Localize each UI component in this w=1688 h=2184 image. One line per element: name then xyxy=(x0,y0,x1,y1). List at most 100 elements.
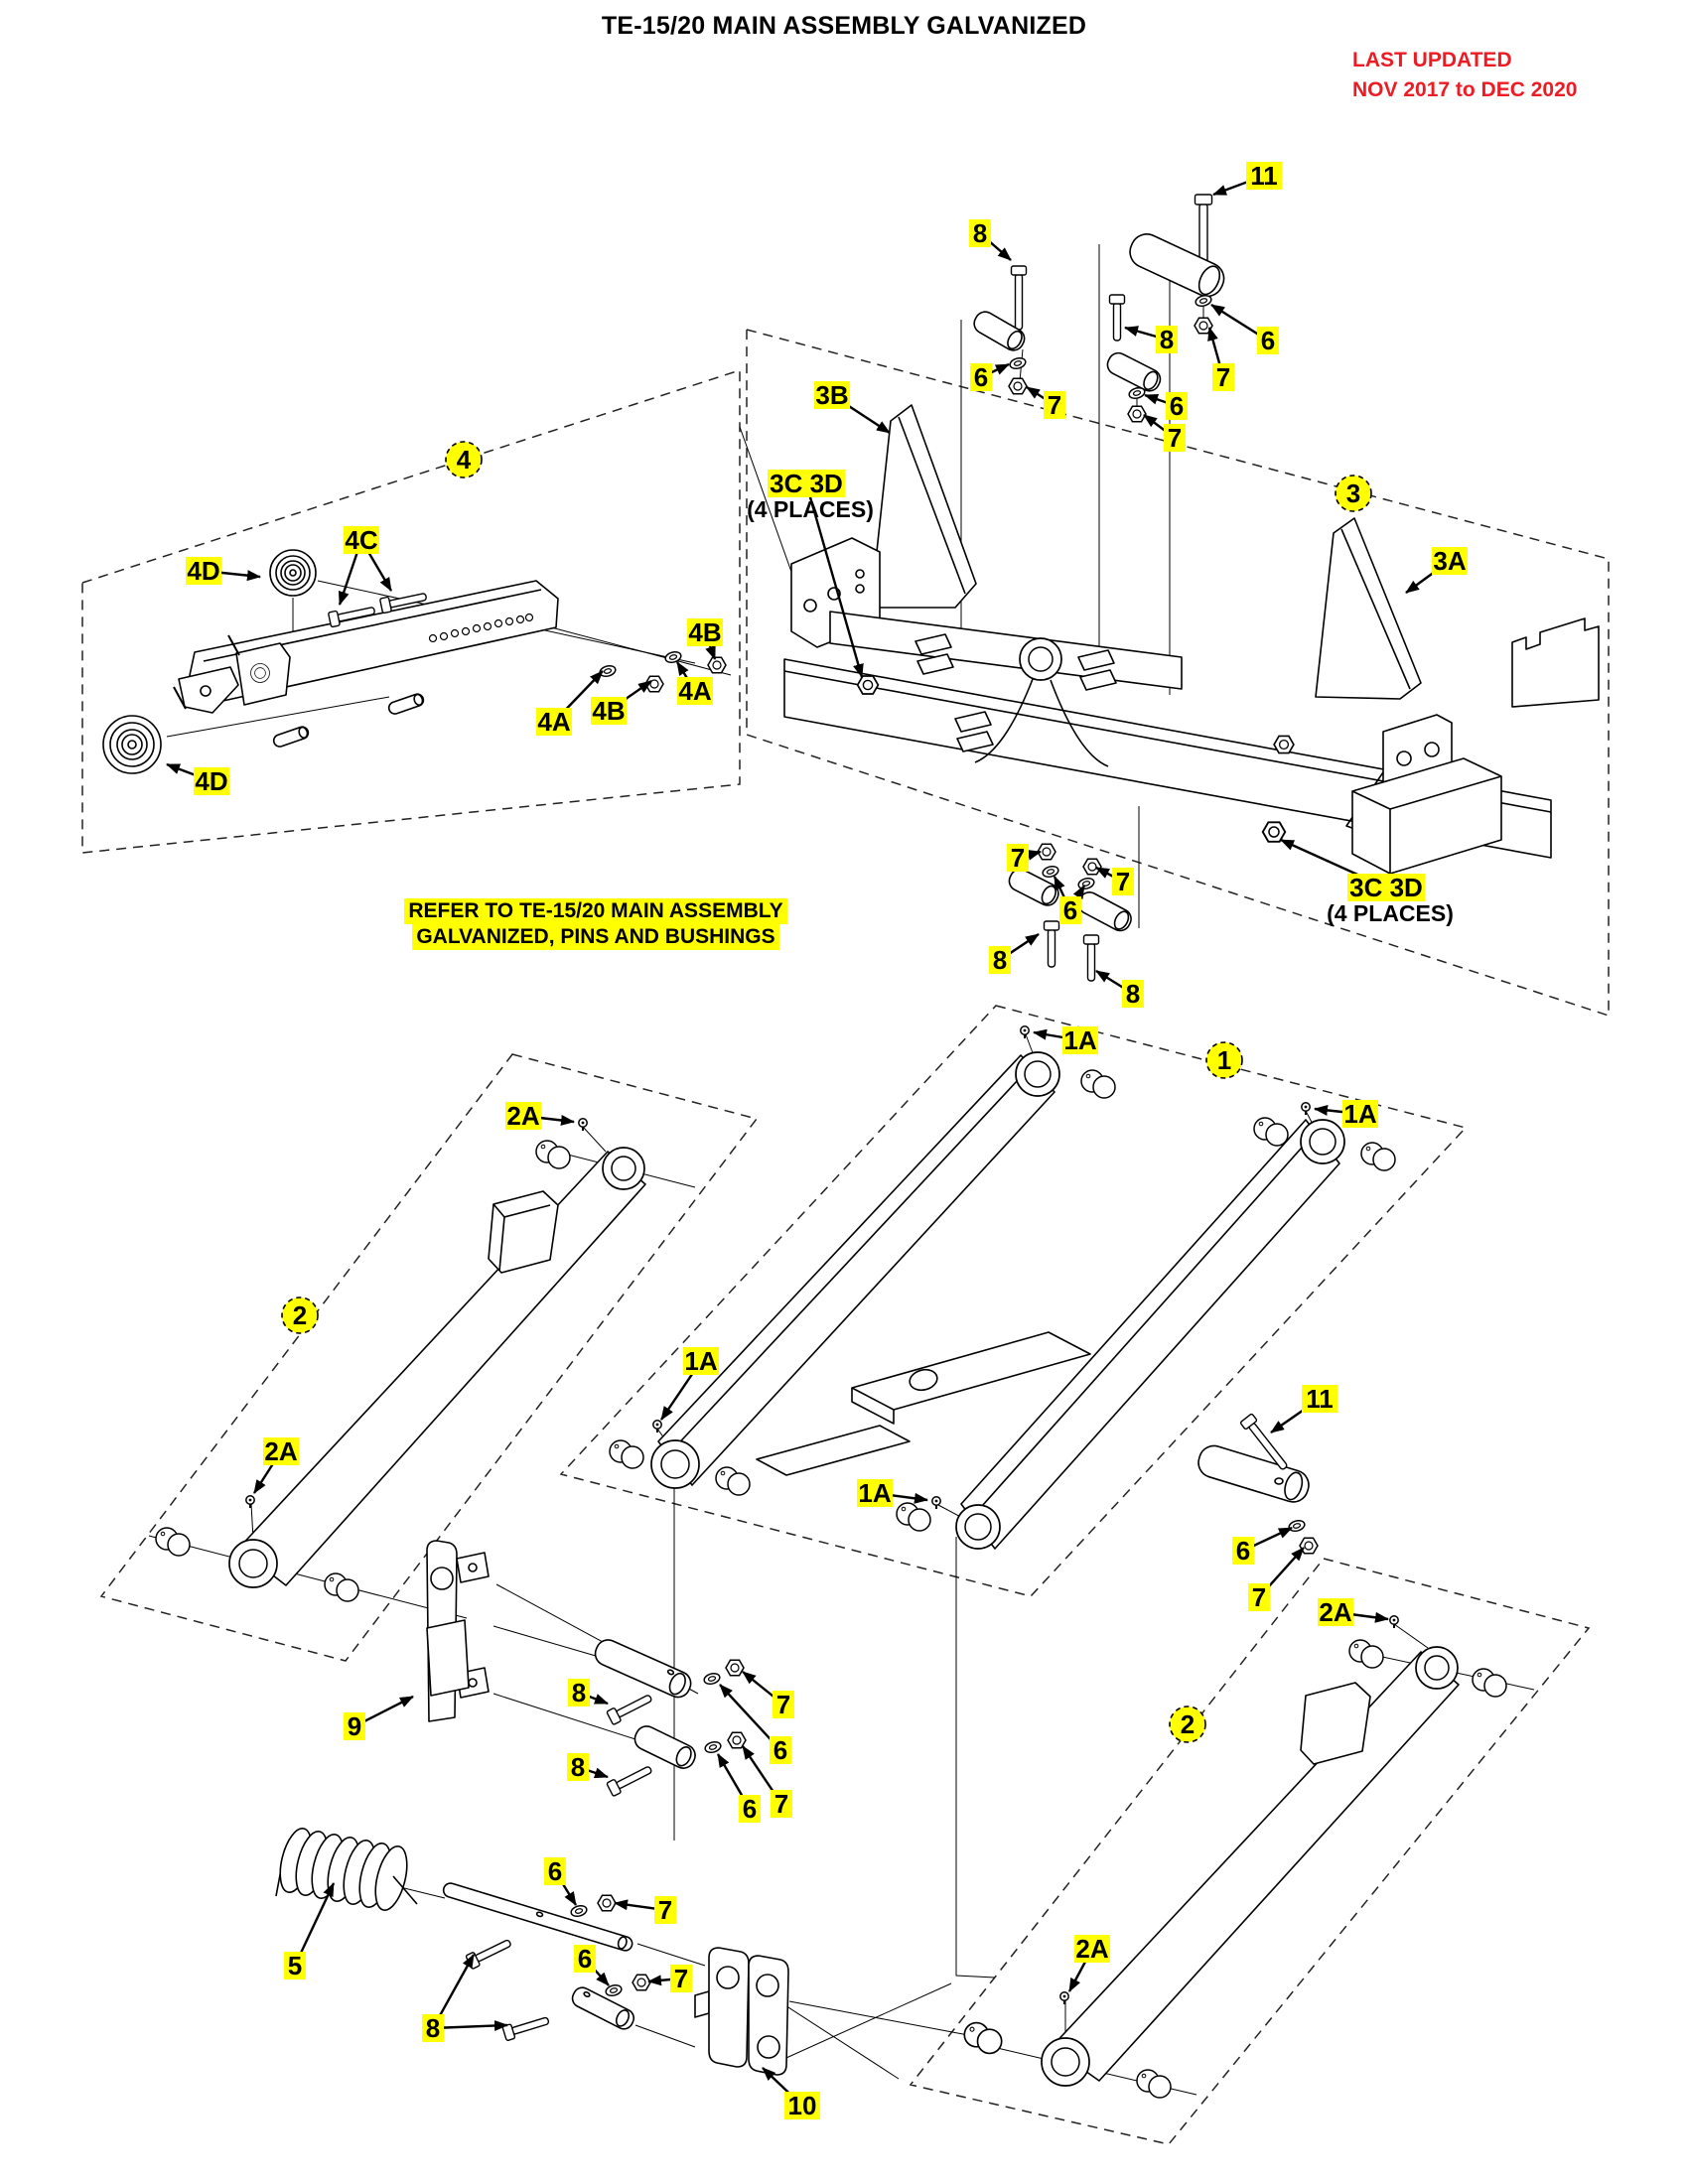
bushing xyxy=(715,1466,751,1496)
arm-eye xyxy=(1415,1646,1459,1690)
callout-highlight xyxy=(1347,874,1425,901)
callout-highlight xyxy=(1432,547,1468,575)
callout-highlight xyxy=(771,1790,792,1818)
section-bubble-number: 4 xyxy=(457,445,472,475)
callout-label: 1A xyxy=(1063,1025,1096,1055)
leader-arrow xyxy=(804,482,864,678)
washer-6 xyxy=(569,1903,589,1919)
callout-highlight xyxy=(1156,326,1178,353)
bolt-8 xyxy=(1082,934,1100,982)
grease-fitting-2a xyxy=(244,1494,256,1509)
pin xyxy=(387,693,425,715)
cross-channel-2 xyxy=(756,1425,911,1476)
callout-label: 1A xyxy=(858,1478,891,1508)
clamp-bolt xyxy=(1273,735,1295,754)
bushing xyxy=(1253,1117,1289,1147)
callout-highlight xyxy=(857,1479,893,1507)
callout-label: 6 xyxy=(548,1856,562,1886)
callout-label: 1A xyxy=(684,1346,717,1376)
arm-beam xyxy=(1051,1651,1460,2082)
callout-highlight xyxy=(739,1795,761,1823)
grease-fitting-1a xyxy=(1019,1024,1031,1039)
callout-highlight xyxy=(1122,980,1144,1008)
washer-6 xyxy=(702,1671,722,1687)
callout-label: 7 xyxy=(1216,362,1230,392)
section-bubble xyxy=(1205,1041,1243,1079)
callout-highlight xyxy=(784,2092,820,2119)
callout-label: 7 xyxy=(776,1690,790,1719)
pin xyxy=(272,726,310,748)
callout-highlight xyxy=(989,946,1011,974)
nut-7 xyxy=(1299,1537,1319,1555)
section-bubble-number: 3 xyxy=(1346,478,1360,508)
callout-label: 4B xyxy=(592,696,625,726)
callout-highlight xyxy=(1232,1537,1254,1565)
bushing xyxy=(609,1439,644,1469)
bushing xyxy=(1360,1142,1396,1171)
part-10-bracket xyxy=(694,1947,1003,2076)
callout-highlight xyxy=(574,1945,596,1973)
callout-highlight xyxy=(1212,363,1234,391)
pin xyxy=(594,1639,692,1699)
roller-4d-bottom xyxy=(102,715,162,774)
washer-6 xyxy=(1194,293,1213,309)
section-3-main-frame xyxy=(783,194,1600,982)
callout-highlight xyxy=(683,1347,719,1375)
grease-fitting-1a xyxy=(651,1419,663,1433)
callout-highlight xyxy=(814,381,850,409)
nut-7 xyxy=(1008,377,1028,395)
callout-label: 11 xyxy=(1306,1384,1334,1414)
callout-label: 11 xyxy=(1250,161,1278,191)
callout-highlight xyxy=(1166,392,1188,420)
callout-label: 3B xyxy=(815,380,848,410)
callout-highlight xyxy=(568,1679,590,1706)
cross-channel xyxy=(851,1331,1091,1411)
pivot-pin-11 xyxy=(1129,233,1225,298)
pin xyxy=(571,1986,635,2030)
callout-highlight xyxy=(186,557,221,585)
callout-label: 6 xyxy=(1261,326,1275,355)
bolt-8 xyxy=(465,1935,514,1971)
callout-highlight xyxy=(536,708,572,736)
pin xyxy=(973,311,1026,351)
frame-beam-left xyxy=(657,1054,1055,1486)
callout-highlight xyxy=(422,2014,444,2042)
grease-fitting-1a xyxy=(1300,1101,1312,1116)
rod xyxy=(442,1882,633,1952)
callout-highlight xyxy=(770,1736,791,1764)
roller-4d-top xyxy=(269,549,317,597)
callout-label: 2A xyxy=(1319,1597,1351,1627)
callout-label: 3C 3D xyxy=(1349,873,1423,902)
washer-6 xyxy=(1041,864,1060,880)
callout-label: 8 xyxy=(973,218,987,248)
bolt-8 xyxy=(606,1761,655,1798)
callout-label: 5 xyxy=(288,1951,302,1980)
callout-label: 7 xyxy=(1048,390,1061,420)
reference-note: REFER TO TE-15/20 MAIN ASSEMBLY GALVANIZ… xyxy=(392,898,799,950)
center-pivot-eye xyxy=(1019,637,1062,681)
arm-eye xyxy=(228,1539,278,1588)
section-boundaries xyxy=(81,329,1610,2145)
callout-label: 6 xyxy=(1063,895,1077,925)
callout-highlight xyxy=(591,697,627,725)
leader-arrow xyxy=(432,2020,508,2032)
callout-highlight xyxy=(1248,1583,1270,1611)
last-updated-note: LAST UPDATED NOV 2017 to DEC 2020 xyxy=(1352,46,1577,105)
callout-label: 6 xyxy=(974,362,988,392)
callout-highlight xyxy=(773,1691,794,1718)
frame-eye xyxy=(955,1504,1001,1550)
section-4-axle-arm xyxy=(102,549,727,774)
callout-label: 7 xyxy=(658,1895,672,1925)
section-3-boundary xyxy=(746,329,1610,1018)
callout-label: 2A xyxy=(264,1436,297,1466)
arm-eye xyxy=(1041,2037,1090,2087)
callout-label: 7 xyxy=(1011,843,1025,873)
clamp-bolt xyxy=(856,675,880,695)
pin xyxy=(1106,351,1162,392)
callout-highlight xyxy=(344,526,379,554)
callout-label: 7 xyxy=(774,1789,788,1819)
section-1-lift-frame xyxy=(609,1024,1396,1550)
bushing xyxy=(1348,1639,1384,1669)
bushing xyxy=(155,1527,191,1557)
